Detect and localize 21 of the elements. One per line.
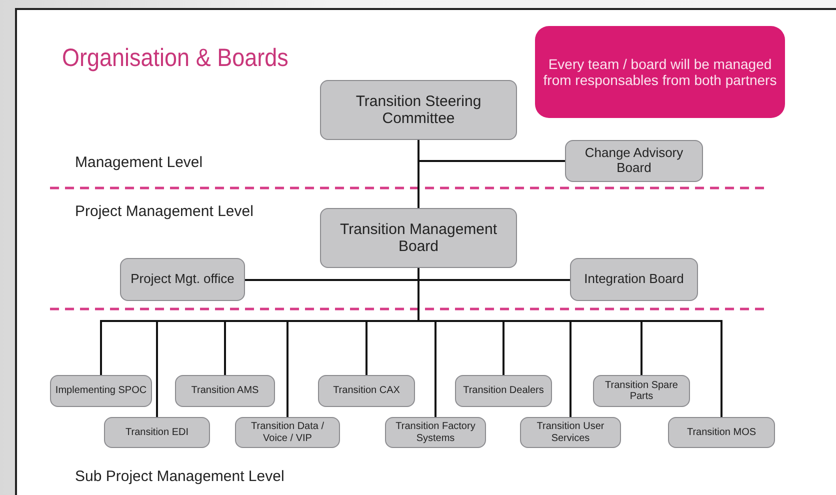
org-box: Transition AMS (175, 375, 275, 407)
level-label: Sub Project Management Level (75, 468, 284, 485)
org-box: Integration Board (570, 258, 698, 301)
org-box: Transition Data / Voice / VIP (235, 417, 340, 448)
org-box: Transition Spare Parts (593, 375, 690, 407)
level-label: Management Level (75, 154, 203, 171)
org-box: Transition EDI (104, 417, 210, 448)
org-box: Transition Management Board (320, 208, 517, 268)
org-box: Project Mgt. office (120, 258, 245, 301)
org-box: Transition MOS (668, 417, 775, 448)
title: Organisation & Boards (62, 44, 288, 73)
org-box: Transition User Services (520, 417, 621, 448)
org-box: Transition Factory Systems (385, 417, 486, 448)
org-box: Transition Steering Committee (320, 80, 517, 140)
org-box: Transition Dealers (455, 375, 552, 407)
level-label: Project Management Level (75, 203, 254, 220)
org-box: Change Advisory Board (565, 140, 703, 182)
org-box: Transition CAX (318, 375, 415, 407)
connector-line (418, 140, 420, 208)
note-box: Every team / board will be managed from responsables from both partners (535, 26, 785, 118)
org-box: Implementing SPOC (50, 375, 152, 407)
